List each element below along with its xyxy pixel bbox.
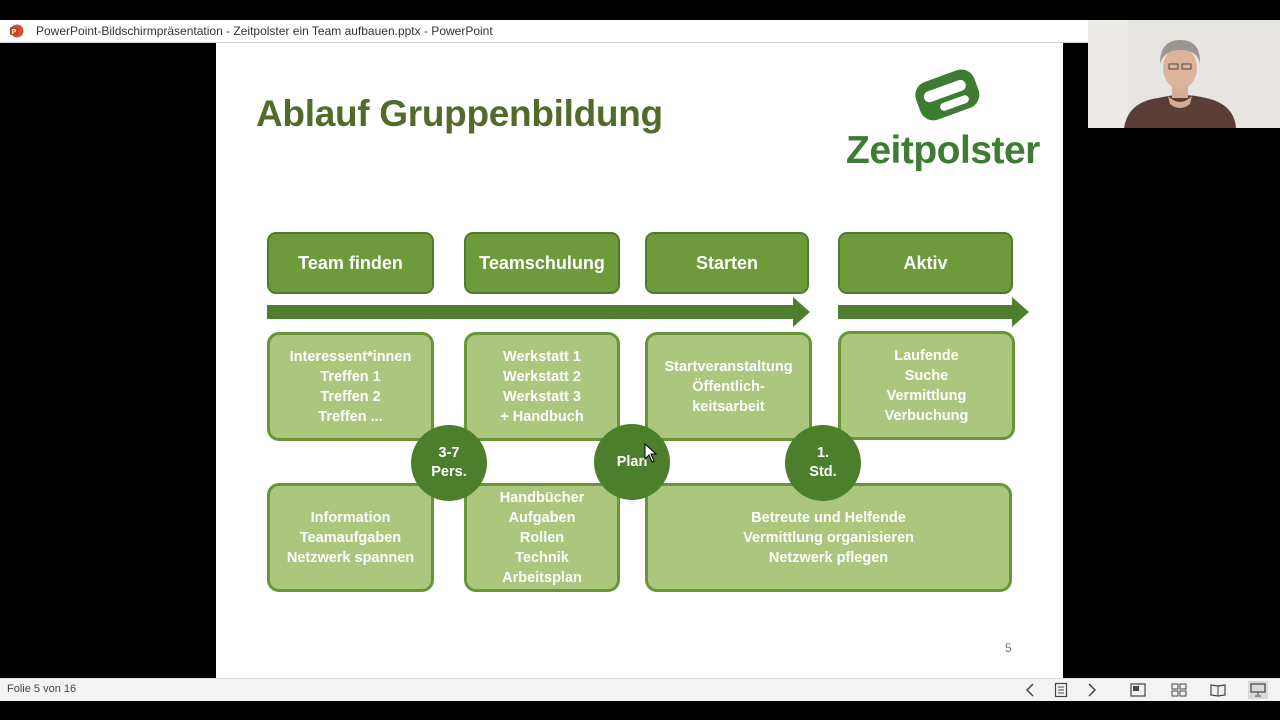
circle-team-size: 3-7 Pers. [411,425,487,501]
mouse-pointer-icon [644,443,658,463]
step-box-starten: Startveranstaltung Öffentlich- keitsarbe… [645,332,812,441]
box-line: Verbuchung [884,407,969,424]
phase-header-aktiv: Aktiv [838,232,1013,294]
step-box-teamschulung: Werkstatt 1 Werkstatt 2 Werkstatt 3 + Ha… [464,332,620,441]
circle-line: 1. [816,445,830,461]
box-line: Laufende [894,347,959,364]
circle-line: Std. [809,464,837,480]
box-line: Werkstatt 1 [503,348,581,365]
slide-counter: Folie 5 von 16 [7,683,77,695]
box-line: Werkstatt 2 [503,368,581,385]
box-line: Suche [904,367,949,384]
slide-page-number: 5 [1005,641,1012,655]
timeline-arrow-aktiv [838,297,1029,327]
slide-title: Ablauf Gruppenbildung [256,93,663,134]
slide-sorter-icon[interactable] [1169,681,1189,699]
svg-text:P: P [12,29,17,36]
box-line: Technik [515,549,569,566]
previous-slide-icon[interactable] [1020,681,1040,699]
zeitpolster-logo-text: Zeitpolster [846,129,1040,172]
box-line: Teamaufgaben [299,529,402,546]
box-line: Treffen ... [318,408,383,425]
powerpoint-icon: P [9,24,25,38]
box-line: Aufgaben [508,509,576,526]
box-line: Öffentlich- [692,378,765,395]
phase-header-teamschulung: Teamschulung [464,232,620,294]
box-line: Netzwerk spannen [286,549,415,566]
circle-line: 3-7 [438,445,460,461]
box-line: Handbücher [499,489,585,506]
slideshow-icon[interactable] [1248,681,1268,699]
phase-header-team-finden: Team finden [267,232,434,294]
circle-first-hour: 1. Std. [785,425,861,501]
box-line: Vermittlung [886,387,967,404]
box-line: Vermittlung organisieren [743,529,914,546]
detail-box-teamschulung: Handbücher Aufgaben Rollen Technik Arbei… [464,483,620,592]
box-line: Startveranstaltung [664,358,793,375]
slide-canvas: Ablauf Gruppenbildung Zeitpolster Team f… [216,43,1063,678]
normal-view-icon[interactable] [1128,681,1148,699]
box-line: + Handbuch [500,408,584,425]
step-box-team-finden: Interessent*innen Treffen 1 Treffen 2 Tr… [267,332,434,441]
box-line: Betreute und Helfende [751,509,906,526]
next-slide-icon[interactable] [1082,681,1102,699]
reading-view-icon[interactable] [1208,681,1228,699]
window-title: PowerPoint-Bildschirmpräsentation - Zeit… [36,24,493,38]
timeline-arrow-main [267,297,810,327]
box-line: Arbeitsplan [502,569,582,586]
circle-plan: Plan [594,424,670,500]
box-line: Netzwerk pflegen [768,549,889,566]
step-box-aktiv: Laufende Suche Vermittlung Verbuchung [838,331,1015,440]
circle-line: Pers. [431,464,467,480]
window-titlebar: P PowerPoint-Bildschirmpräsentation - Ze… [0,20,1088,43]
box-line: keitsarbeit [692,398,765,415]
phase-header-starten: Starten [645,232,809,294]
box-line: Rollen [519,529,565,546]
box-line: Werkstatt 3 [503,388,581,405]
box-line: Treffen 1 [320,368,381,385]
zeitpolster-logo-icon [915,69,980,121]
circle-line: Plan [616,453,648,470]
slide-menu-icon[interactable] [1051,681,1071,699]
detail-box-team-finden: Information Teamaufgaben Netzwerk spanne… [267,483,434,592]
box-line: Treffen 2 [320,388,381,405]
presentation-statusbar: Folie 5 von 16 [0,678,1280,701]
webcam-video [1088,20,1280,128]
box-line: Information [310,509,391,526]
box-line: Interessent*innen [289,348,412,365]
